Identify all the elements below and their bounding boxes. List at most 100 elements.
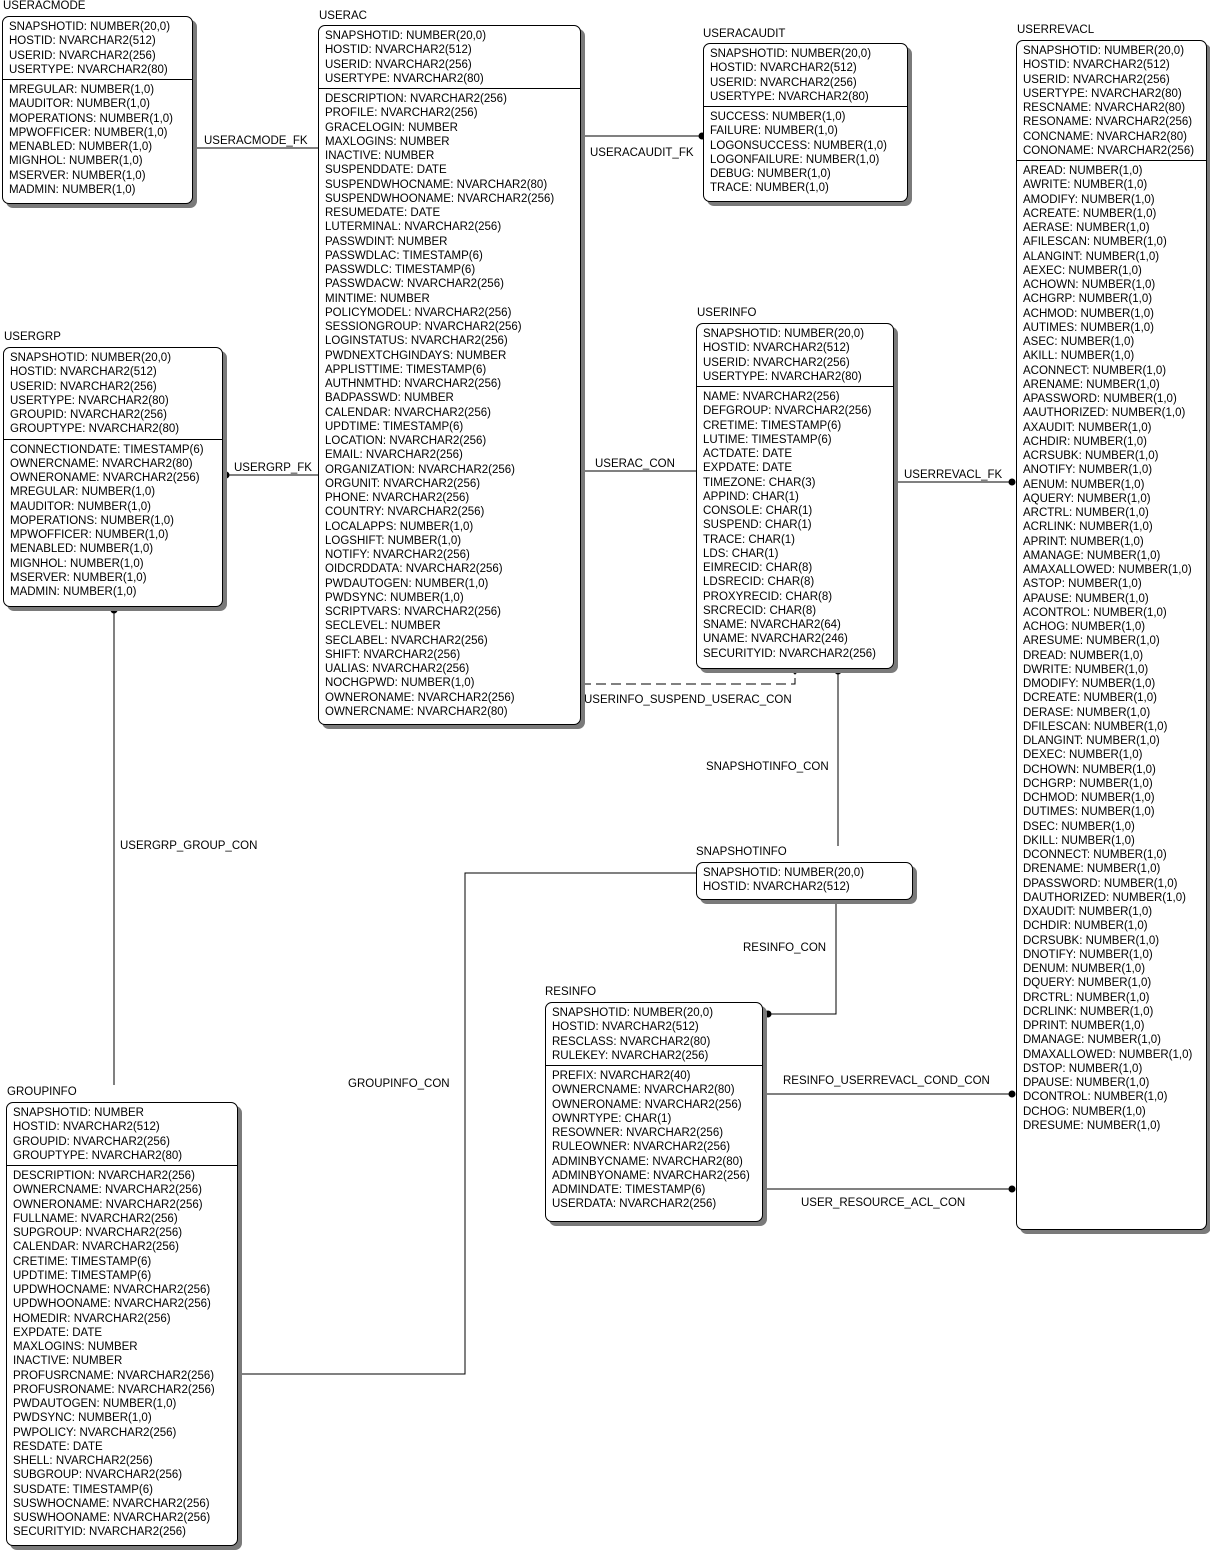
attribute[interactable]: ARENAME: NUMBER(1,0) bbox=[1023, 378, 1160, 391]
attribute[interactable]: AUTIMES: NUMBER(1,0) bbox=[1023, 321, 1154, 334]
attribute[interactable]: DNOTIFY: NUMBER(1,0) bbox=[1023, 948, 1153, 961]
attribute[interactable]: AMAXALLOWED: NUMBER(1,0) bbox=[1023, 564, 1192, 576]
attribute[interactable]: DMANAGE: NUMBER(1,0) bbox=[1023, 1034, 1162, 1047]
attribute[interactable]: MSERVER: NUMBER(1,0) bbox=[10, 571, 147, 584]
attribute[interactable]: DUTIMES: NUMBER(1,0) bbox=[1023, 806, 1155, 819]
attribute[interactable]: HOSTID: NVARCHAR2(512) bbox=[703, 881, 850, 894]
attribute[interactable]: DKILL: NUMBER(1,0) bbox=[1023, 834, 1135, 847]
attribute[interactable]: EMAIL: NVARCHAR2(256) bbox=[325, 449, 463, 462]
attribute[interactable]: SUSPENDWHOCNAME: NVARCHAR2(80) bbox=[325, 178, 548, 191]
attribute[interactable]: SUSPEND: CHAR(1) bbox=[703, 519, 812, 532]
key-attribute[interactable]: CONCNAME: NVARCHAR2(80) bbox=[1023, 130, 1188, 143]
attribute[interactable]: APPIND: CHAR(1) bbox=[703, 490, 799, 503]
attribute[interactable]: SRCRECID: CHAR(8) bbox=[703, 604, 817, 617]
attribute[interactable]: OWNERONAME: NVARCHAR2(256) bbox=[13, 1198, 203, 1211]
key-attribute[interactable]: SNAPSHOTID: NUMBER(20,0) bbox=[703, 328, 865, 340]
attribute[interactable]: PROFUSRCNAME: NVARCHAR2(256) bbox=[13, 1369, 215, 1382]
attribute[interactable]: LUTIME: TIMESTAMP(6) bbox=[703, 433, 832, 446]
attribute[interactable]: MADMIN: NUMBER(1,0) bbox=[9, 183, 136, 196]
attribute[interactable]: AERASE: NUMBER(1,0) bbox=[1023, 222, 1150, 234]
entity-userrevacl[interactable]: SNAPSHOTID: NUMBER(20,0) HOSTID: NVARCHAR… bbox=[1016, 40, 1207, 1230]
attribute[interactable]: EXPDATE: DATE bbox=[13, 1326, 103, 1339]
key-attribute[interactable]: GROUPTYPE: NVARCHAR2(80) bbox=[13, 1149, 183, 1162]
attribute[interactable]: PWDSYNC: NUMBER(1,0) bbox=[13, 1412, 152, 1425]
entity-resinfo[interactable]: SNAPSHOTID: NUMBER(20,0)HOSTID: NVARCHAR… bbox=[545, 1002, 763, 1222]
attribute[interactable]: APAUSE: NUMBER(1,0) bbox=[1023, 592, 1149, 605]
attribute[interactable]: SESSIONGROUP: NVARCHAR2(256) bbox=[325, 321, 522, 333]
attribute[interactable]: CRETIME: TIMESTAMP(6) bbox=[13, 1255, 152, 1268]
attribute[interactable]: ARCTRL: NUMBER(1,0) bbox=[1023, 507, 1149, 519]
key-attribute[interactable]: HOSTID: NVARCHAR2(512) bbox=[552, 1021, 699, 1034]
attribute[interactable]: MAUDITOR: NUMBER(1,0) bbox=[9, 98, 150, 111]
attribute[interactable]: PASSWDINT: NUMBER bbox=[325, 235, 448, 248]
key-attribute[interactable]: HOSTID: NVARCHAR2(512) bbox=[1023, 59, 1170, 72]
attribute[interactable]: DCHGRP: NUMBER(1,0) bbox=[1023, 777, 1153, 790]
attribute[interactable]: DCHMOD: NUMBER(1,0) bbox=[1023, 792, 1155, 804]
attribute[interactable]: DLANGINT: NUMBER(1,0) bbox=[1023, 735, 1160, 747]
attribute[interactable]: SHELL: NVARCHAR2(256) bbox=[13, 1455, 153, 1467]
attribute[interactable]: ACHMOD: NUMBER(1,0) bbox=[1023, 307, 1154, 320]
attribute[interactable]: ACHDIR: NUMBER(1,0) bbox=[1023, 435, 1147, 448]
attribute[interactable]: SHIFT: NVARCHAR2(256) bbox=[325, 648, 461, 661]
attribute[interactable]: DSTOP: NUMBER(1,0) bbox=[1023, 1062, 1143, 1075]
key-attribute[interactable]: HOSTID: NVARCHAR2(512) bbox=[13, 1121, 160, 1134]
attribute[interactable]: AMANAGE: NUMBER(1,0) bbox=[1023, 549, 1161, 562]
entity-snapshotinfo[interactable]: SNAPSHOTID: NUMBER(20,0) HOSTID: NVARCHAR… bbox=[696, 862, 913, 900]
attribute[interactable]: ACHOWN: NUMBER(1,0) bbox=[1023, 279, 1156, 291]
attribute[interactable]: ADMINBYCNAME: NVARCHAR2(80) bbox=[552, 1155, 743, 1168]
attribute[interactable]: LOGINSTATUS: NVARCHAR2(256) bbox=[325, 335, 508, 348]
attribute[interactable]: DERASE: NUMBER(1,0) bbox=[1023, 706, 1151, 719]
attribute[interactable]: APRINT: NUMBER(1,0) bbox=[1023, 535, 1144, 548]
attribute[interactable]: ASEC: NUMBER(1,0) bbox=[1023, 336, 1135, 348]
key-attribute[interactable]: RESCLASS: NVARCHAR2(80) bbox=[552, 1035, 711, 1048]
attribute[interactable]: ADMINBYONAME: NVARCHAR2(256) bbox=[552, 1169, 750, 1182]
userinfo-suspend-userac-con-line[interactable] bbox=[581, 674, 796, 685]
attribute[interactable]: AFILESCAN: NUMBER(1,0) bbox=[1023, 236, 1167, 249]
attribute[interactable]: ACRLINK: NUMBER(1,0) bbox=[1023, 521, 1153, 534]
attribute[interactable]: SUSPENDWHOONAME: NVARCHAR2(256) bbox=[325, 192, 555, 205]
attribute[interactable]: DRESUME: NUMBER(1,0) bbox=[1023, 1119, 1161, 1132]
attribute[interactable]: LUTERMINAL: NVARCHAR2(256) bbox=[325, 221, 502, 234]
entity-userinfo[interactable]: SNAPSHOTID: NUMBER(20,0)HOSTID: NVARCHAR… bbox=[696, 323, 894, 669]
attribute[interactable]: CALENDAR: NVARCHAR2(256) bbox=[13, 1241, 179, 1254]
attribute[interactable]: SECLEVEL: NUMBER bbox=[325, 620, 441, 633]
attribute[interactable]: DQUERY: NUMBER(1,0) bbox=[1023, 977, 1152, 990]
attribute[interactable]: ACREATE: NUMBER(1,0) bbox=[1023, 207, 1157, 220]
key-attribute[interactable]: SNAPSHOTID: NUMBER bbox=[13, 1107, 144, 1119]
key-attribute[interactable]: USERTYPE: NVARCHAR2(80) bbox=[325, 72, 484, 85]
attribute[interactable]: APPLISTTIME: TIMESTAMP(6) bbox=[325, 363, 487, 376]
entity-useracaudit[interactable]: SNAPSHOTID: NUMBER(20,0)HOSTID: NVARCHAR… bbox=[703, 43, 908, 202]
attribute[interactable]: AQUERY: NUMBER(1,0) bbox=[1023, 492, 1151, 505]
key-attribute[interactable]: SNAPSHOTID: NUMBER(20,0) bbox=[1023, 45, 1185, 57]
attribute[interactable]: ADMINDATE: TIMESTAMP(6) bbox=[552, 1184, 706, 1196]
attribute[interactable]: MAXLOGINS: NUMBER bbox=[325, 135, 450, 148]
attribute[interactable]: OWNERONAME: NVARCHAR2(256) bbox=[552, 1098, 742, 1111]
attribute[interactable]: RESDATE: DATE bbox=[13, 1440, 103, 1453]
attribute[interactable]: COUNTRY: NVARCHAR2(256) bbox=[325, 506, 485, 519]
key-attribute[interactable]: USERTYPE: NVARCHAR2(80) bbox=[1023, 87, 1182, 100]
resinfo-con-line[interactable] bbox=[769, 903, 837, 1015]
attribute[interactable]: DEBUG: NUMBER(1,0) bbox=[710, 168, 831, 180]
attribute[interactable]: PWDNEXTCHGINDAYS: NUMBER bbox=[325, 349, 507, 362]
attribute[interactable]: ANOTIFY: NUMBER(1,0) bbox=[1023, 464, 1153, 477]
key-attribute[interactable]: USERTYPE: NVARCHAR2(80) bbox=[9, 63, 168, 76]
attribute[interactable]: DCONTROL: NUMBER(1,0) bbox=[1023, 1091, 1168, 1104]
key-attribute[interactable]: HOSTID: NVARCHAR2(512) bbox=[10, 366, 157, 379]
attribute[interactable]: LDS: CHAR(1) bbox=[703, 547, 779, 560]
attribute[interactable]: PHONE: NVARCHAR2(256) bbox=[325, 492, 470, 504]
attribute[interactable]: PROXYRECID: CHAR(8) bbox=[703, 590, 833, 603]
attribute[interactable]: SECURITYID: NVARCHAR2(256) bbox=[13, 1526, 186, 1539]
attribute[interactable]: OWNRTYPE: CHAR(1) bbox=[552, 1112, 672, 1125]
attribute[interactable]: GRACELOGIN: NUMBER bbox=[325, 121, 458, 134]
attribute[interactable]: DPRINT: NUMBER(1,0) bbox=[1023, 1020, 1145, 1032]
attribute[interactable]: LDSRECID: CHAR(8) bbox=[703, 576, 815, 589]
attribute[interactable]: MREGULAR: NUMBER(1,0) bbox=[10, 486, 156, 499]
attribute[interactable]: AKILL: NUMBER(1,0) bbox=[1023, 350, 1135, 363]
attribute[interactable]: OWNERCNAME: NVARCHAR2(256) bbox=[13, 1184, 202, 1197]
attribute[interactable]: PROFUSRONAME: NVARCHAR2(256) bbox=[13, 1383, 215, 1396]
entity-useracmode[interactable]: SNAPSHOTID: NUMBER(20,0)HOSTID: NVARCHAR… bbox=[2, 16, 193, 204]
attribute[interactable]: DCONNECT: NUMBER(1,0) bbox=[1023, 849, 1167, 861]
attribute[interactable]: OWNERONAME: NVARCHAR2(256) bbox=[325, 691, 515, 704]
attribute[interactable]: SNAPSHOTID: NUMBER(20,0) bbox=[703, 867, 865, 879]
attribute[interactable]: DPASSWORD: NUMBER(1,0) bbox=[1023, 877, 1178, 890]
